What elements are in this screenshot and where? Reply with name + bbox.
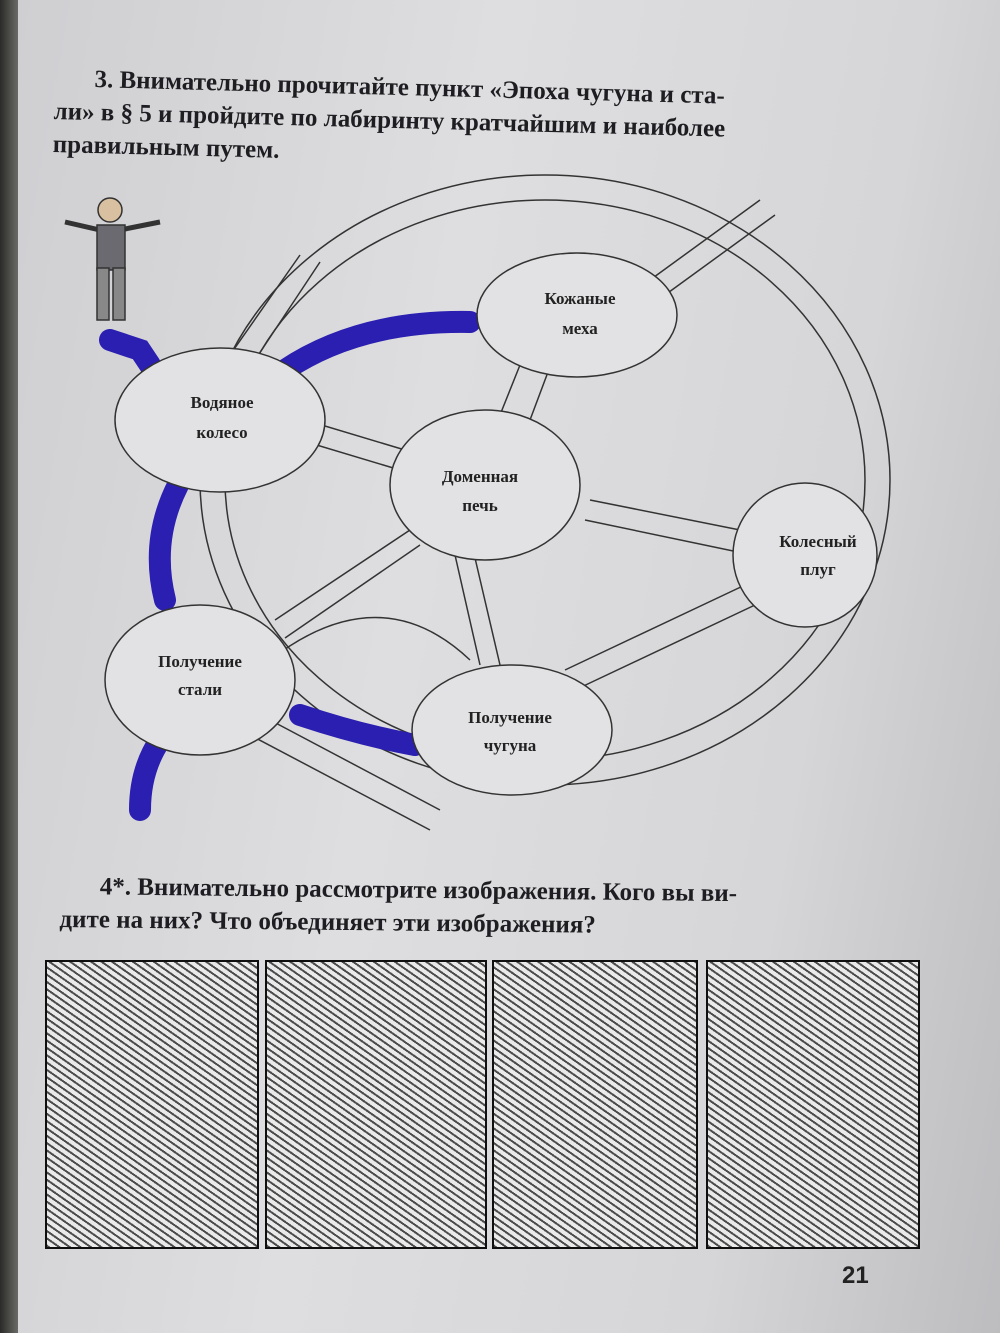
node-steel xyxy=(104,604,296,756)
path-furnace-plough xyxy=(584,499,741,553)
label-iron-1: Получение xyxy=(468,708,552,727)
path-steel-iron xyxy=(269,616,471,661)
maze-diagram: Водяное колесо Кожаные меха Доменная печь К… xyxy=(64,174,891,831)
node-wheeled-plough xyxy=(732,482,878,628)
route-exit xyxy=(129,729,171,821)
path-furnace-steel xyxy=(274,529,421,639)
route-start xyxy=(99,329,161,376)
node-bellows xyxy=(476,252,678,378)
engraving-2 xyxy=(265,960,487,1249)
label-furnace-1: Доменная xyxy=(442,467,518,486)
path-furnace-bellows xyxy=(499,364,549,421)
path-iron-plough xyxy=(564,584,756,691)
book-spine xyxy=(0,0,18,1333)
label-steel-2: стали xyxy=(178,680,222,699)
boy-figure-icon xyxy=(64,197,161,321)
route-wheel-bellows xyxy=(274,310,481,381)
route-steel-iron xyxy=(289,704,426,756)
node-blast-furnace xyxy=(389,409,581,561)
label-plough-1: Колесный xyxy=(779,532,857,551)
engraving-4 xyxy=(706,960,920,1249)
label-water-wheel-2: колесо xyxy=(196,423,247,442)
label-bellows-2: меха xyxy=(562,319,598,338)
task-4-text: 4*. Внимательно рассмотрите изображения.… xyxy=(59,870,920,945)
label-iron-2: чугуна xyxy=(484,736,537,755)
route-wheel-steel xyxy=(148,474,189,611)
label-furnace-2: печь xyxy=(462,496,498,515)
label-plough-2: плуг xyxy=(800,560,836,579)
engraving-3 xyxy=(492,960,698,1249)
maze-paths xyxy=(199,174,891,831)
node-water-wheel xyxy=(114,347,326,493)
engraving-1 xyxy=(45,960,259,1249)
node-cast-iron xyxy=(411,664,613,796)
label-bellows-1: Кожаные xyxy=(545,289,616,308)
path-wheel-ring xyxy=(229,254,321,361)
page-number: 21 xyxy=(842,1262,869,1289)
path-steel-ring xyxy=(249,719,441,831)
label-water-wheel-1: Водяное xyxy=(191,393,254,412)
path-bellows-ring xyxy=(649,199,776,296)
label-steel-1: Получение xyxy=(158,652,242,671)
path-furnace-iron xyxy=(454,554,501,666)
